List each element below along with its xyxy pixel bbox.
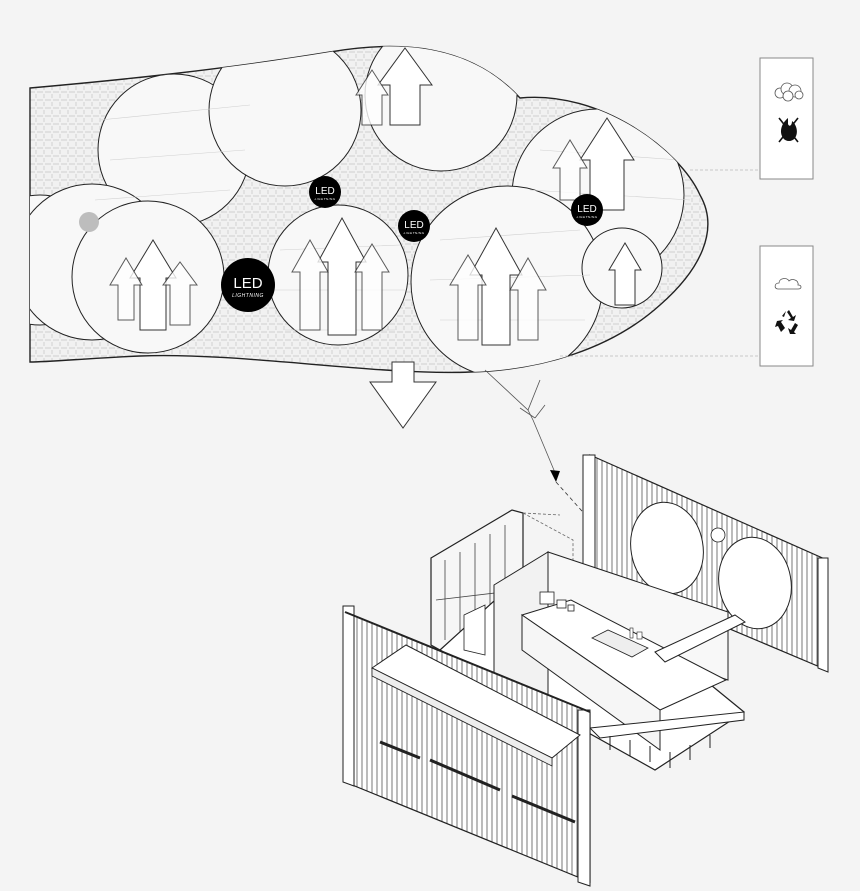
box-item xyxy=(556,599,567,609)
up-arrow-icon xyxy=(317,216,367,336)
up-arrow-icon xyxy=(579,117,635,211)
up-arrow-icon xyxy=(509,256,547,341)
no-fire-icon xyxy=(778,117,799,143)
led-badge: LED LIGHTNING xyxy=(398,210,430,242)
up-arrow-icon xyxy=(162,261,198,326)
tether-lines xyxy=(484,369,557,476)
up-arrow-icon xyxy=(291,238,329,331)
round-window xyxy=(630,501,704,595)
legend-panel-top xyxy=(759,57,814,180)
up-arrow-icon xyxy=(552,139,588,201)
led-badge: LED LIGHTNING xyxy=(571,194,603,226)
led-badge: LED LIGHTNING xyxy=(309,176,341,208)
cabinet xyxy=(463,604,486,656)
led-sublabel: LIGHTNING xyxy=(577,215,598,219)
up-arrow-icon xyxy=(109,257,143,321)
cloud-icon xyxy=(774,278,802,290)
box-item xyxy=(539,591,555,605)
recycle-icon xyxy=(775,310,798,334)
pipe-joint xyxy=(710,527,726,543)
led-sublabel: LIGHTNING xyxy=(404,231,425,235)
up-arrow-icon xyxy=(608,242,642,306)
base-rail xyxy=(588,711,745,768)
led-sublabel: LIGHTNING xyxy=(232,293,264,299)
bottle-item xyxy=(636,631,643,640)
led-sublabel: LIGHTNING xyxy=(315,197,336,201)
anchor-arrow-icon xyxy=(550,470,560,482)
container-module xyxy=(342,454,829,887)
container-wall-right xyxy=(582,454,829,673)
up-arrow-icon xyxy=(449,254,487,341)
round-window xyxy=(718,536,792,630)
led-label: LED xyxy=(404,220,423,231)
led-label: LED xyxy=(577,204,596,215)
upward-arrows xyxy=(109,47,642,346)
cloud-cluster-icon xyxy=(774,82,804,102)
kitchen-counter xyxy=(520,591,728,751)
gray-node xyxy=(79,212,99,232)
legend-panel-bottom xyxy=(759,245,814,367)
led-label: LED xyxy=(315,186,334,197)
down-arrow-icon xyxy=(369,361,437,429)
up-arrow-icon xyxy=(355,69,389,126)
cloud-structure: LED LIGHTNING LED LIGHTNING LED LIGHTNIN… xyxy=(29,45,709,569)
up-arrow-icon xyxy=(354,243,390,331)
shelf-plank xyxy=(654,614,746,663)
box-item xyxy=(567,604,575,612)
container-wall-front xyxy=(342,605,591,887)
led-label: LED xyxy=(233,275,262,292)
sink xyxy=(591,629,649,658)
up-arrow-icon xyxy=(377,47,433,126)
bottle-item xyxy=(629,627,634,639)
led-badge-large: LED LIGHTNING xyxy=(221,258,275,312)
